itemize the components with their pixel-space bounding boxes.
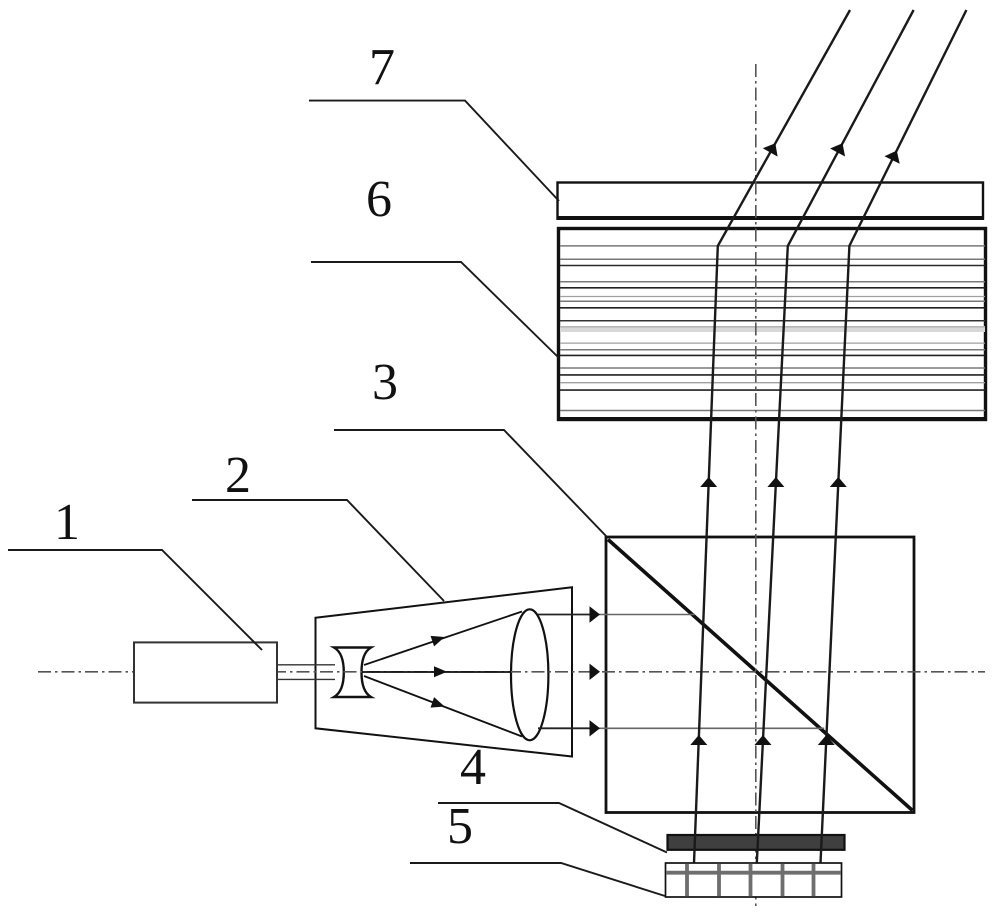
svg-text:2: 2 [225,447,251,504]
svg-text:4: 4 [460,739,486,796]
svg-text:3: 3 [372,354,398,411]
svg-text:6: 6 [366,171,392,228]
svg-text:1: 1 [54,494,80,551]
svg-text:7: 7 [369,39,395,96]
svg-text:5: 5 [447,798,473,855]
